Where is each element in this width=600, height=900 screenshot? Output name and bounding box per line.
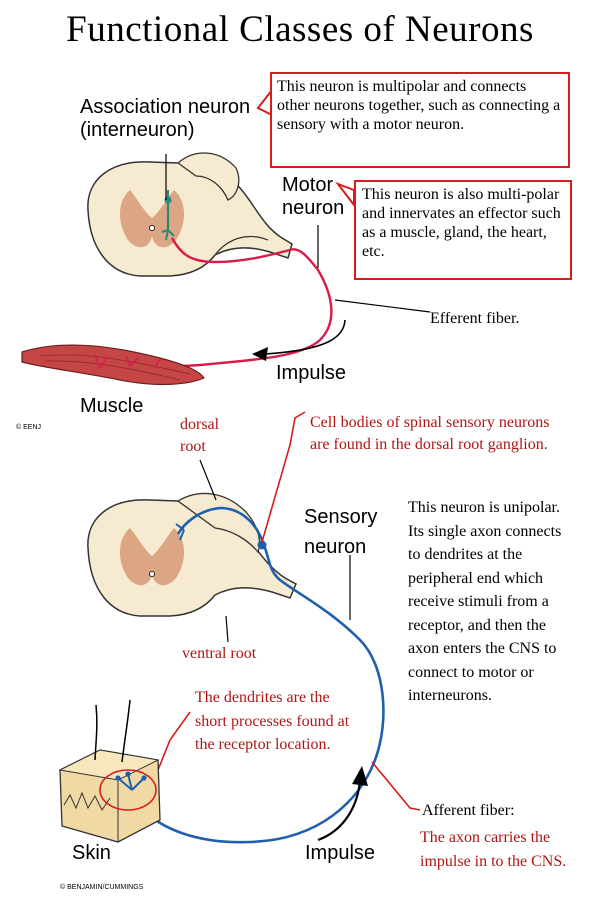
sensory-neuron-label: Sensory neuron <box>304 506 378 558</box>
muscle-shape <box>21 344 205 386</box>
top-impulse-label: Impulse <box>276 362 347 384</box>
association-callout: This neuron is multipolar and connects o… <box>270 72 570 168</box>
bottom-impulse-label: Impulse <box>305 842 376 864</box>
skin-block <box>58 699 161 843</box>
motor-callout: This neuron is also multi-polar and inne… <box>354 180 572 280</box>
top-spinal-cord <box>87 152 293 277</box>
afferent-note: The axon carries the impulse in to the C… <box>420 829 567 870</box>
efferent-fiber-label: Efferent fiber. <box>430 310 520 327</box>
bottom-spinal-cord <box>87 492 297 617</box>
ventral-root-label: ventral root <box>182 645 257 662</box>
top-copyright: © EENJ <box>16 424 41 431</box>
bottom-copyright: © BENJAMIN/CUMMINGS <box>60 884 144 891</box>
page-title: Functional Classes of Neurons <box>66 9 534 50</box>
skin-label: Skin <box>72 842 111 864</box>
ganglion-note: Cell bodies of spinal sensory neurons ar… <box>310 414 550 453</box>
motor-neuron-label: Motor neuron <box>282 174 345 219</box>
association-note: This neuron is multipolar and connects o… <box>277 78 561 133</box>
sensory-note: This neuron is unipolar. Its single axon… <box>408 499 562 704</box>
afferent-fiber-label: Afferent fiber: <box>422 802 515 819</box>
dendrites-note: The dendrites are the short processes fo… <box>195 689 350 753</box>
dorsal-root-label: dorsal root <box>180 416 220 455</box>
muscle-label: Muscle <box>80 395 144 417</box>
association-neuron-label: Association neuron (interneuron) <box>80 96 251 141</box>
motor-note: This neuron is also multi-polar and inne… <box>362 186 561 260</box>
